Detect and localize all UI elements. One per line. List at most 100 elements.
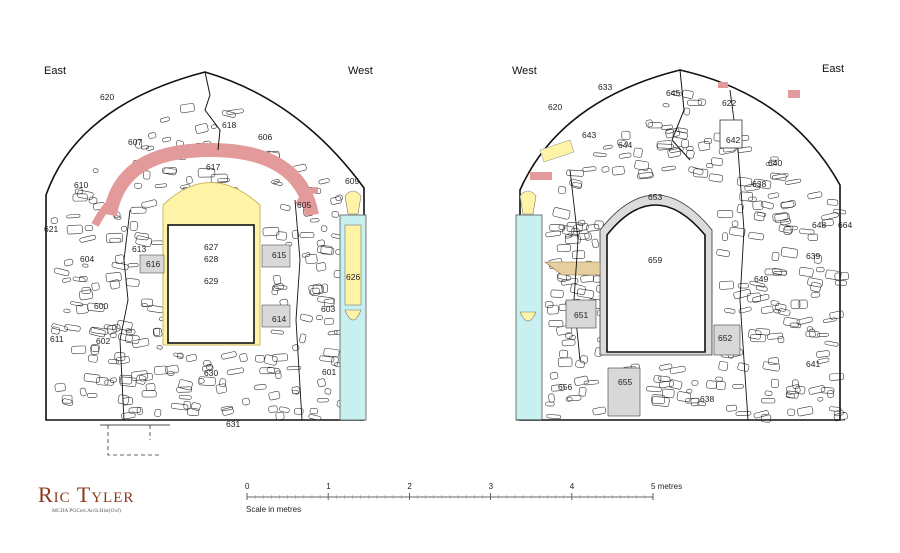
stone xyxy=(331,211,339,218)
left-label-616: 616 xyxy=(146,259,160,269)
stone xyxy=(105,232,124,243)
stone xyxy=(816,350,830,358)
stone xyxy=(141,302,148,307)
stone xyxy=(323,317,334,325)
stone xyxy=(549,372,559,380)
stone xyxy=(785,392,795,399)
stone xyxy=(331,356,339,366)
stone xyxy=(753,410,769,419)
stone xyxy=(771,251,780,262)
stone xyxy=(637,172,654,180)
stone xyxy=(780,246,799,259)
stone xyxy=(778,308,791,317)
stone xyxy=(834,280,848,286)
stone xyxy=(109,377,117,383)
left-label-621: 621 xyxy=(44,224,58,234)
stone xyxy=(738,306,752,314)
stone xyxy=(83,373,101,383)
stone xyxy=(765,161,777,167)
stone xyxy=(273,181,283,186)
stone xyxy=(545,230,562,238)
left-label-630: 630 xyxy=(204,368,218,378)
stone xyxy=(134,232,149,241)
logo-name: Ric Tyler xyxy=(38,482,135,507)
stone xyxy=(715,376,723,382)
stone xyxy=(119,376,137,387)
stone xyxy=(662,103,670,108)
stone xyxy=(310,218,320,223)
stone xyxy=(816,267,825,273)
stone xyxy=(671,90,682,97)
stone xyxy=(222,407,234,416)
stone xyxy=(703,138,713,145)
stone xyxy=(187,407,200,417)
left-label-604: 604 xyxy=(80,254,94,264)
stone xyxy=(153,327,161,336)
right-label-622: 622 xyxy=(722,98,736,108)
stone xyxy=(576,288,595,299)
stone xyxy=(789,322,802,329)
stone xyxy=(698,141,711,151)
stone xyxy=(764,390,773,396)
stone xyxy=(557,357,573,368)
stone xyxy=(121,411,136,420)
stone xyxy=(787,408,796,416)
stone xyxy=(239,353,248,363)
stone xyxy=(177,352,184,360)
stone xyxy=(271,285,279,296)
stone xyxy=(125,328,133,333)
stone xyxy=(136,407,143,415)
stone xyxy=(201,364,214,372)
stone xyxy=(70,301,84,307)
stone xyxy=(760,200,774,210)
stone xyxy=(767,357,779,365)
stone xyxy=(92,168,99,173)
stone xyxy=(767,332,783,340)
stone xyxy=(299,313,313,323)
stone xyxy=(546,414,562,420)
stone xyxy=(53,267,70,277)
stone xyxy=(592,152,607,157)
stone xyxy=(828,406,842,412)
stone xyxy=(323,298,335,307)
stone xyxy=(731,220,739,228)
stone xyxy=(753,178,772,190)
stone xyxy=(771,173,789,180)
stone xyxy=(681,139,689,149)
stone xyxy=(829,310,844,320)
scale-tick-label: 4 xyxy=(570,482,575,491)
stone xyxy=(324,388,332,395)
stone xyxy=(828,372,845,381)
stone xyxy=(807,277,824,288)
right-label-644: 644 xyxy=(618,140,632,150)
stone xyxy=(90,345,100,355)
left-dir-east: East xyxy=(44,65,66,77)
left-window-opening xyxy=(167,224,255,344)
scale-tick-label: 2 xyxy=(407,482,412,491)
stone xyxy=(821,212,839,221)
stone xyxy=(115,355,130,365)
stone xyxy=(775,303,787,312)
left-label-620: 620 xyxy=(100,92,114,102)
stone xyxy=(79,275,88,283)
stone xyxy=(821,218,834,227)
stone xyxy=(74,188,84,195)
right-dir-east: East xyxy=(822,63,844,75)
stone xyxy=(72,193,88,202)
stone xyxy=(299,333,307,344)
stone xyxy=(143,170,151,180)
stone xyxy=(154,408,162,417)
stone xyxy=(583,379,599,386)
left-label-613: 613 xyxy=(132,244,146,254)
left-crack xyxy=(204,71,221,151)
right-label-620: 620 xyxy=(548,102,562,112)
stone xyxy=(807,191,823,200)
stone xyxy=(291,229,300,239)
stone xyxy=(159,116,170,123)
stone xyxy=(716,381,726,391)
stone xyxy=(658,375,671,383)
stone xyxy=(578,386,587,397)
stone xyxy=(544,301,554,308)
left-label-606: 606 xyxy=(258,132,272,142)
